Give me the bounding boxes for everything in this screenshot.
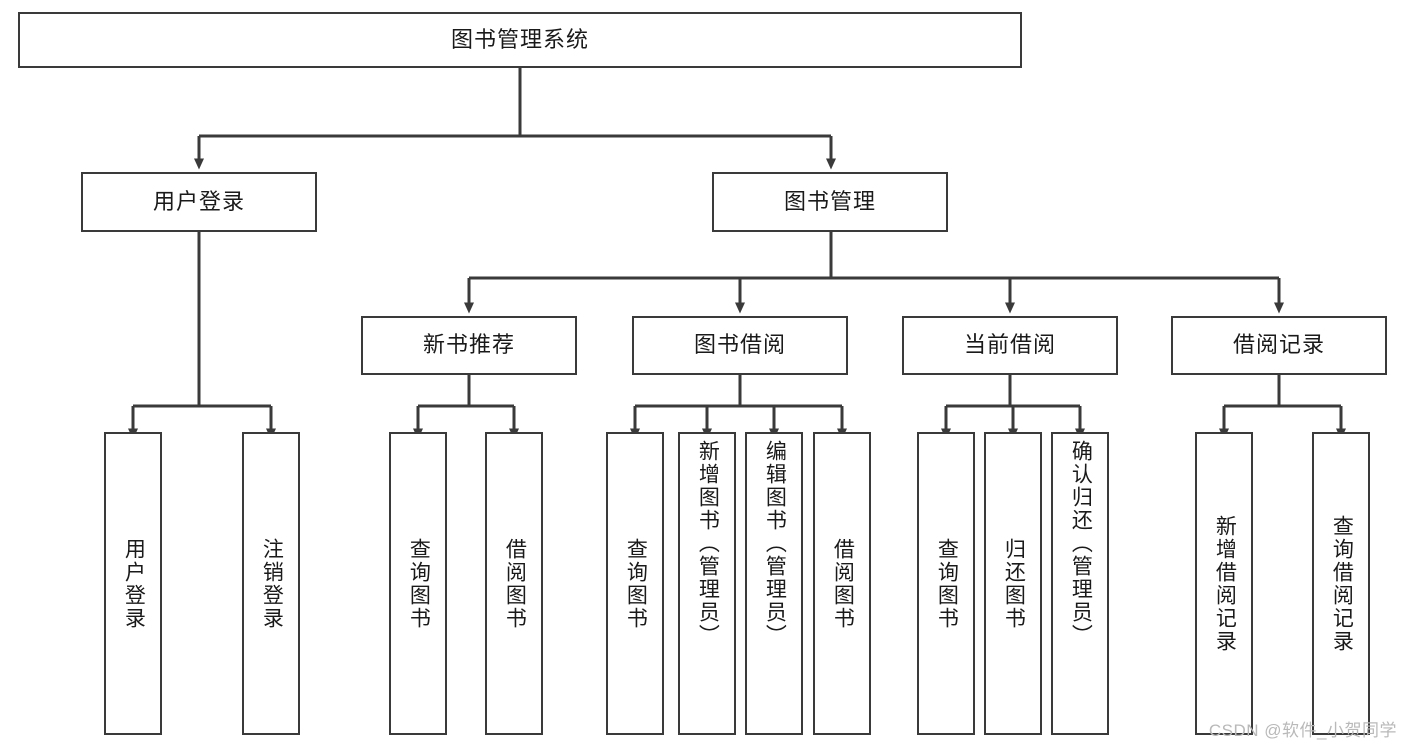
node-book-management[interactable]: 图书管理 bbox=[712, 172, 948, 232]
node-label: 当前借阅 bbox=[963, 332, 1056, 358]
leaf-user-login-logout[interactable]: 注销登录 bbox=[242, 432, 300, 735]
node-label: 图书借阅 bbox=[693, 332, 786, 358]
node-label: 归还图书 bbox=[1002, 537, 1026, 630]
leaf-current-borrow-return-book[interactable]: 归还图书 bbox=[984, 432, 1042, 735]
leaf-book-borrow-query-book[interactable]: 查询图书 bbox=[606, 432, 664, 735]
leaf-book-borrow-borrow-book[interactable]: 借阅图书 bbox=[813, 432, 871, 735]
node-borrow-records[interactable]: 借阅记录 bbox=[1171, 316, 1387, 375]
node-label: 图书管理系统 bbox=[450, 26, 589, 52]
leaf-new-book-query-book[interactable]: 查询图书 bbox=[389, 432, 447, 735]
node-current-borrowing[interactable]: 当前借阅 bbox=[902, 316, 1118, 375]
leaf-new-book-borrow-book[interactable]: 借阅图书 bbox=[485, 432, 543, 735]
node-new-book-recommendation[interactable]: 新书推荐 bbox=[361, 316, 577, 375]
leaf-borrow-record-add-record[interactable]: 新增借阅记录 bbox=[1195, 432, 1253, 735]
node-label: 查询图书 bbox=[624, 537, 648, 630]
node-label: 用户登录 bbox=[122, 537, 146, 630]
leaf-book-borrow-edit-book-admin[interactable]: 编辑图书（管理员） bbox=[745, 432, 803, 735]
node-label: 图书管理 bbox=[783, 188, 876, 214]
leaf-current-borrow-query-book[interactable]: 查询图书 bbox=[917, 432, 975, 735]
node-label: 新增借阅记录 bbox=[1213, 514, 1237, 653]
node-book-borrowing[interactable]: 图书借阅 bbox=[632, 316, 848, 375]
node-label: 注销登录 bbox=[260, 537, 284, 630]
node-user-login[interactable]: 用户登录 bbox=[81, 172, 317, 232]
csdn-watermark: CSDN @软件_小贺同学 bbox=[1208, 721, 1397, 740]
node-label: 借阅图书 bbox=[831, 537, 855, 630]
node-label: 查询借阅记录 bbox=[1330, 514, 1354, 653]
node-label: 查询图书 bbox=[935, 537, 959, 630]
node-label: 查询图书 bbox=[407, 537, 431, 630]
node-label: 新书推荐 bbox=[422, 332, 515, 358]
node-label: 确认归还（管理员） bbox=[1069, 440, 1093, 647]
leaf-book-borrow-add-book-admin[interactable]: 新增图书（管理员） bbox=[678, 432, 736, 735]
leaf-borrow-record-query-record[interactable]: 查询借阅记录 bbox=[1312, 432, 1370, 735]
node-root-book-management-system[interactable]: 图书管理系统 bbox=[18, 12, 1022, 68]
node-label: 用户登录 bbox=[152, 188, 245, 214]
leaf-user-login-login[interactable]: 用户登录 bbox=[104, 432, 162, 735]
leaf-current-borrow-confirm-return-admin[interactable]: 确认归还（管理员） bbox=[1051, 432, 1109, 735]
node-label: 编辑图书（管理员） bbox=[763, 440, 787, 647]
node-label: 新增图书（管理员） bbox=[696, 440, 720, 647]
node-label: 借阅图书 bbox=[503, 537, 527, 630]
node-label: 借阅记录 bbox=[1232, 332, 1325, 358]
